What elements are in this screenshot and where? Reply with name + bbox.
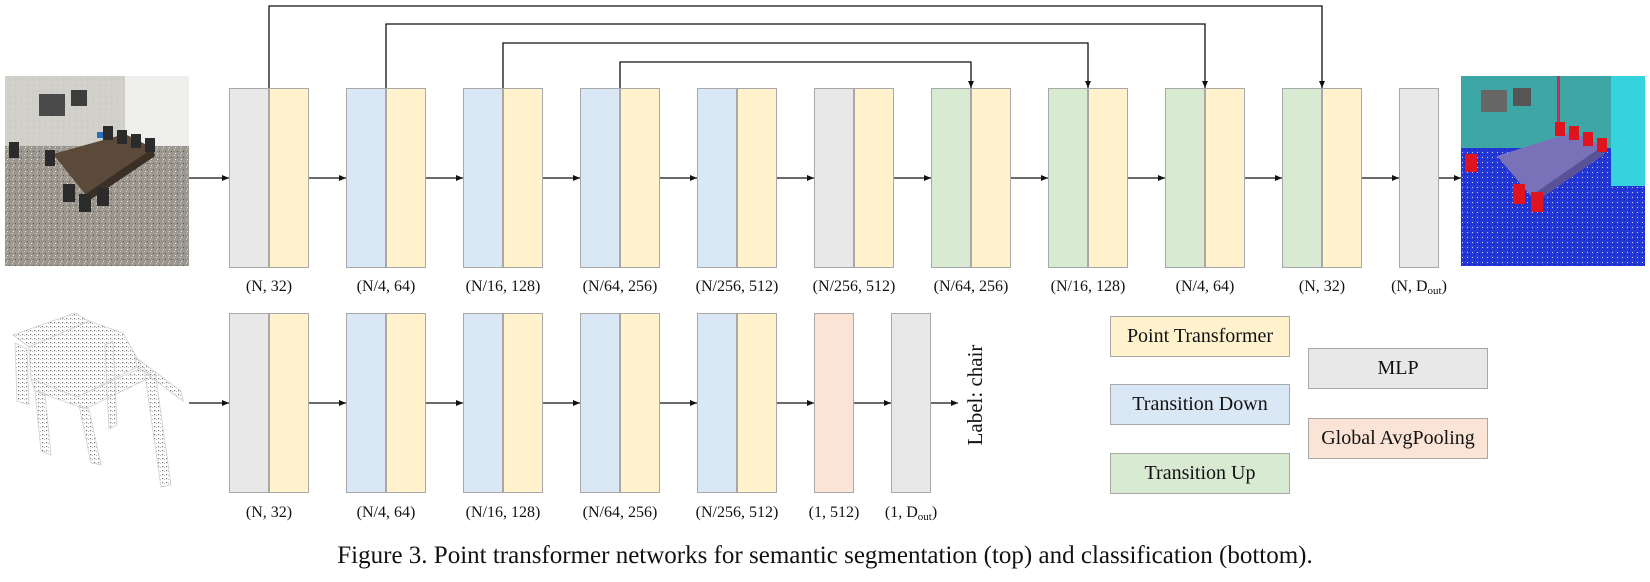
bottom-stage-1-mlp-block	[229, 313, 269, 493]
top-stage-6-point-transformer-block	[854, 88, 894, 268]
bottom-global-avgpooling-block	[814, 313, 854, 493]
top-stage-6-mlp-block	[814, 88, 854, 268]
top-stage-9-point-transformer-block	[1205, 88, 1245, 268]
bottom-stage-3-point-transformer-block	[503, 313, 543, 493]
top-stage-10-dim-label: (N, 32)	[1298, 278, 1346, 295]
top-stage-4-dim-label: (N/64, 256)	[582, 278, 658, 295]
legend-point-transformer: Point Transformer	[1110, 316, 1290, 357]
dim-text: (1, D	[884, 504, 918, 521]
top-stage-3-dim-label: (N/16, 128)	[465, 278, 541, 295]
bottom-stage-4-dim-label: (N/64, 256)	[582, 504, 658, 521]
top-stage-8-point-transformer-block	[1088, 88, 1128, 268]
top-stage-1-point-transformer-block	[269, 88, 309, 268]
bottom-stage-5-transition-down-block	[697, 313, 737, 493]
bottom-stage-4-point-transformer-block	[620, 313, 660, 493]
bottom-pool-dim-label: (1, 512)	[808, 504, 860, 521]
top-stage-5-dim-label: (N/256, 512)	[695, 278, 779, 295]
bottom-stage-2-dim-label: (N/4, 64)	[356, 504, 416, 521]
legend-transition-up: Transition Up	[1110, 453, 1290, 494]
top-stage-4-transition-down-block	[580, 88, 620, 268]
input-chair-image	[5, 305, 189, 500]
bottom-stage-4-transition-down-block	[580, 313, 620, 493]
top-stage-3-point-transformer-block	[503, 88, 543, 268]
bottom-final-mlp-block	[891, 313, 931, 493]
top-stage-10-transition-up-block	[1282, 88, 1322, 268]
top-stage-9-dim-label: (N/4, 64)	[1175, 278, 1235, 295]
top-stage-8-dim-label: (N/16, 128)	[1050, 278, 1126, 295]
top-stage-4-point-transformer-block	[620, 88, 660, 268]
bottom-stage-2-transition-down-block	[346, 313, 386, 493]
bottom-stage-3-transition-down-block	[463, 313, 503, 493]
figure-caption: Figure 3. Point transformer networks for…	[337, 542, 1313, 569]
top-stage-2-point-transformer-block	[386, 88, 426, 268]
top-stage-5-transition-down-block	[697, 88, 737, 268]
output-segmentation-image	[1461, 76, 1645, 266]
top-stage-5-point-transformer-block	[737, 88, 777, 268]
bottom-stage-5-point-transformer-block	[737, 313, 777, 493]
top-stage-7-transition-up-block	[931, 88, 971, 268]
dim-subscript: out	[1427, 285, 1442, 297]
legend-transition-down: Transition Down	[1110, 384, 1290, 425]
dim-subscript: out	[917, 511, 932, 523]
bottom-stage-2-point-transformer-block	[386, 313, 426, 493]
output-label: Label: chair	[963, 344, 987, 446]
top-stage-7-dim-label: (N/64, 256)	[933, 278, 1009, 295]
bottom-stage-1-dim-label: (N, 32)	[245, 504, 293, 521]
skip-connection-4	[619, 61, 974, 88]
dim-text-end: )	[1441, 278, 1447, 295]
top-final-mlp-block	[1399, 88, 1439, 268]
skip-connection-1	[268, 5, 1325, 88]
top-stage-1-mlp-block	[229, 88, 269, 268]
bottom-stage-5-dim-label: (N/256, 512)	[695, 504, 779, 521]
dim-text-end: )	[931, 504, 938, 521]
top-stage-7-point-transformer-block	[971, 88, 1011, 268]
top-stage-10-point-transformer-block	[1322, 88, 1362, 268]
bottom-stage-3-dim-label: (N/16, 128)	[465, 504, 541, 521]
top-final-dim-label: (N, Dout)	[1349, 278, 1489, 300]
top-stage-6-dim-label: (N/256, 512)	[812, 278, 896, 295]
top-stage-2-dim-label: (N/4, 64)	[356, 278, 416, 295]
dim-text: (N, D	[1391, 278, 1428, 295]
legend-global-avgpooling: Global AvgPooling	[1308, 418, 1488, 459]
top-stage-2-transition-down-block	[346, 88, 386, 268]
top-stage-8-transition-up-block	[1048, 88, 1088, 268]
legend-mlp: MLP	[1308, 348, 1488, 389]
input-scene-image	[5, 76, 189, 266]
skip-connection-3	[502, 42, 1091, 88]
skip-connection-2	[385, 23, 1208, 88]
bottom-stage-1-point-transformer-block	[269, 313, 309, 493]
top-stage-9-transition-up-block	[1165, 88, 1205, 268]
top-stage-1-dim-label: (N, 32)	[245, 278, 293, 295]
bottom-final-dim-label: (1, Dout)	[841, 504, 981, 526]
top-stage-3-transition-down-block	[463, 88, 503, 268]
